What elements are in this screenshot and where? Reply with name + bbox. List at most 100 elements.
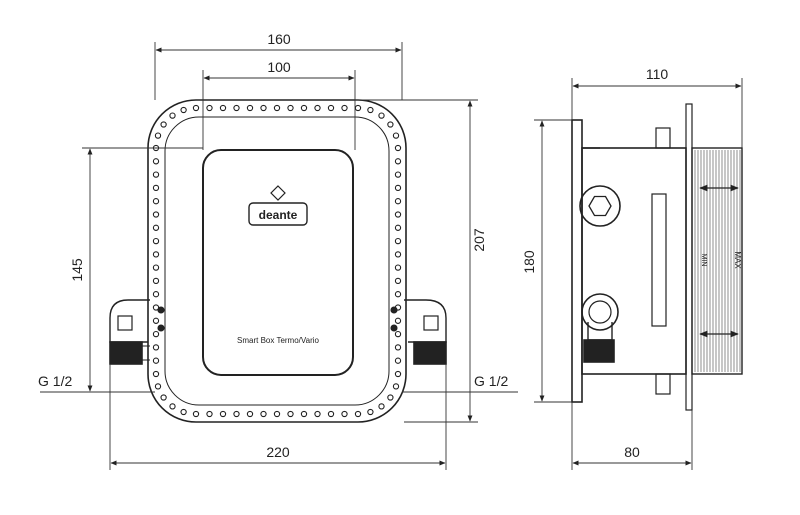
bolt-hole bbox=[394, 198, 402, 205]
bolt-hole bbox=[152, 291, 160, 298]
bolt-hole bbox=[394, 317, 402, 324]
bolt-hole bbox=[273, 410, 281, 418]
thread-left-label: G 1/2 bbox=[38, 373, 72, 389]
bolt-hole bbox=[152, 264, 160, 271]
bolt-hole bbox=[246, 410, 254, 418]
bolt-hole bbox=[394, 171, 402, 178]
outlet-fitting bbox=[581, 293, 619, 363]
marker-dot bbox=[157, 324, 165, 332]
bolt-hole bbox=[152, 224, 160, 231]
bolt-hole bbox=[394, 330, 402, 338]
bolt-hole bbox=[392, 383, 400, 390]
bolt-hole bbox=[152, 237, 160, 245]
marker-dot bbox=[390, 324, 398, 332]
right-fitting bbox=[404, 299, 447, 365]
bolt-hole bbox=[287, 410, 294, 418]
bolt-hole bbox=[327, 104, 335, 112]
bolt-hole bbox=[154, 383, 162, 390]
bolt-hole bbox=[300, 104, 308, 112]
front-dimensions bbox=[40, 42, 518, 470]
dim-80-label: 80 bbox=[624, 444, 640, 460]
bolt-hole bbox=[160, 121, 167, 128]
dim-110-label: 110 bbox=[646, 66, 669, 82]
bolt-hole bbox=[152, 158, 160, 165]
bolt-hole bbox=[219, 104, 227, 112]
bolt-hole bbox=[394, 184, 402, 192]
thread-right-label: G 1/2 bbox=[474, 373, 508, 389]
front-view bbox=[109, 99, 447, 423]
bolt-hole bbox=[192, 104, 200, 112]
bolt-hole bbox=[180, 106, 187, 114]
bolt-hole bbox=[260, 410, 267, 418]
brand-logo-text: deante bbox=[259, 208, 298, 222]
bolt-hole bbox=[152, 184, 160, 192]
mounting-plate-inner bbox=[164, 116, 390, 406]
bolt-hole bbox=[192, 410, 200, 418]
bolt-hole bbox=[394, 370, 402, 378]
marker-dot bbox=[157, 306, 165, 314]
bolt-hole bbox=[354, 104, 362, 112]
bolt-hole bbox=[246, 104, 254, 112]
bolt-hole bbox=[394, 277, 402, 285]
max-mark: MAX bbox=[733, 251, 742, 269]
bolt-hole bbox=[300, 410, 308, 418]
bolt-hole bbox=[152, 198, 160, 205]
min-mark: MIN bbox=[700, 254, 707, 267]
side-view bbox=[571, 103, 743, 411]
bolt-hole bbox=[206, 104, 213, 112]
threaded-sleeve bbox=[691, 147, 743, 375]
dimension-labels: 160 100 145 207 220 G 1/2 G 1/2 deante S… bbox=[38, 31, 742, 460]
bolt-hole bbox=[152, 357, 160, 364]
bolt-hole bbox=[394, 251, 402, 258]
bolt-hole bbox=[152, 317, 160, 324]
bolt-hole bbox=[367, 408, 374, 416]
marker-dot bbox=[390, 306, 398, 314]
front-flange bbox=[685, 103, 693, 411]
bolt-hole bbox=[341, 104, 348, 112]
product-label: Smart Box Termo/Vario bbox=[237, 336, 320, 345]
brand-logo-box bbox=[248, 202, 308, 226]
bolt-hole bbox=[394, 211, 402, 218]
mounting-plate-outer bbox=[147, 99, 407, 423]
bolt-hole bbox=[154, 132, 162, 139]
dim-207-label: 207 bbox=[471, 228, 487, 252]
bolt-hole bbox=[152, 211, 160, 218]
bolt-hole bbox=[206, 410, 213, 418]
bolt-hole bbox=[387, 121, 394, 128]
bolt-hole bbox=[152, 330, 160, 338]
bolt-hole bbox=[169, 403, 176, 410]
side-dimensions bbox=[534, 78, 743, 470]
bolt-hole bbox=[260, 104, 267, 112]
bolt-hole bbox=[354, 410, 362, 418]
dim-180-label: 180 bbox=[521, 250, 537, 274]
bolt-hole bbox=[394, 144, 402, 152]
bolt-hole bbox=[314, 410, 321, 418]
bolt-hole bbox=[314, 104, 321, 112]
bolt-hole bbox=[394, 237, 402, 245]
bolt-hole bbox=[394, 264, 402, 271]
bolt-hole bbox=[327, 410, 335, 418]
bolt-hole bbox=[392, 132, 400, 139]
dim-100-label: 100 bbox=[267, 59, 291, 75]
bolt-hole bbox=[152, 344, 160, 351]
bolt-hole bbox=[160, 394, 167, 401]
bolt-hole bbox=[180, 408, 187, 416]
diamond-icon bbox=[270, 185, 286, 201]
bolt-hole bbox=[394, 357, 402, 364]
bolt-hole bbox=[169, 112, 176, 119]
bolt-hole bbox=[152, 251, 160, 258]
cover-plate bbox=[202, 149, 354, 376]
bolt-hole bbox=[394, 158, 402, 165]
dim-160-label: 160 bbox=[267, 31, 291, 47]
right-thread bbox=[413, 341, 447, 365]
hex-nut bbox=[579, 185, 621, 227]
bolt-hole bbox=[287, 104, 294, 112]
left-fitting bbox=[109, 299, 150, 365]
dim-145-label: 145 bbox=[69, 258, 85, 282]
bolt-hole bbox=[378, 112, 385, 119]
bolt-hole bbox=[152, 171, 160, 178]
bolt-hole bbox=[233, 410, 240, 418]
bolt-hole bbox=[394, 291, 402, 298]
bolt-hole bbox=[273, 104, 281, 112]
back-plate bbox=[571, 119, 583, 403]
